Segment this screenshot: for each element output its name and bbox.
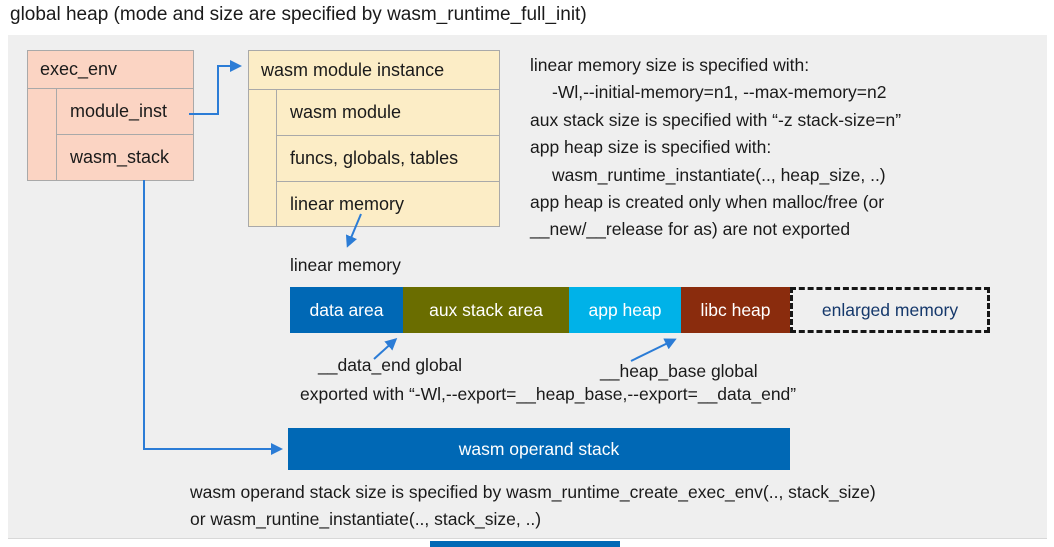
module-instance-box: wasm module instance wasm module funcs, … <box>248 50 500 227</box>
note-line: wasm_runtime_instantiate(.., heap_size, … <box>552 164 886 185</box>
segment-libc-heap: libc heap <box>681 287 790 333</box>
diagram-title: global heap (mode and size are specified… <box>10 4 587 25</box>
exec-env-header: exec_env <box>28 51 193 89</box>
note-line: app heap is created only when malloc/fre… <box>530 192 885 213</box>
linear-memory-label: linear memory <box>290 255 401 275</box>
note-line: wasm operand stack size is specified by … <box>190 482 876 502</box>
linear-memory-bar: data area aux stack area app heap libc h… <box>290 287 990 333</box>
heap-base-global-label: __heap_base global <box>600 361 758 381</box>
note-line: __new/__release for as) are not exported <box>530 219 851 240</box>
note-line: app heap size is specified with: <box>530 137 772 158</box>
wasm-operand-stack-bar: wasm operand stack <box>288 428 790 470</box>
note-line: aux stack size is specified with “-z sta… <box>530 109 902 130</box>
segment-app-heap: app heap <box>569 287 681 333</box>
note-line: or wasm_runtine_instantiate(.., stack_si… <box>190 508 542 529</box>
module-instance-row-linear-memory: linear memory <box>276 181 499 227</box>
operand-stack-notes: wasm operand stack size is specified by … <box>190 479 876 532</box>
module-instance-header: wasm module instance <box>249 51 499 90</box>
segment-aux-stack-area: aux stack area <box>403 287 569 333</box>
note-line: linear memory size is specified with: <box>530 55 810 75</box>
data-end-global-label: __data_end global <box>318 355 463 375</box>
module-instance-row-funcs-globals-tables: funcs, globals, tables <box>276 135 499 181</box>
bottom-accent-strip <box>430 541 620 547</box>
exec-env-box: exec_env module_inst wasm_stack <box>27 50 194 181</box>
note-line: -Wl,--initial-memory=n1, --max-memory=n2 <box>552 82 887 103</box>
segment-data-area: data area <box>290 287 403 333</box>
exported-with-label: exported with “-Wl,--export=__heap_base,… <box>300 384 797 404</box>
module-instance-row-wasm-module: wasm module <box>276 90 499 135</box>
segment-enlarged-memory: enlarged memory <box>790 287 990 333</box>
memory-size-notes: linear memory size is specified with: -W… <box>530 52 901 244</box>
exec-env-row-wasm-stack: wasm_stack <box>56 134 193 180</box>
exec-env-row-module-inst: module_inst <box>56 89 193 134</box>
